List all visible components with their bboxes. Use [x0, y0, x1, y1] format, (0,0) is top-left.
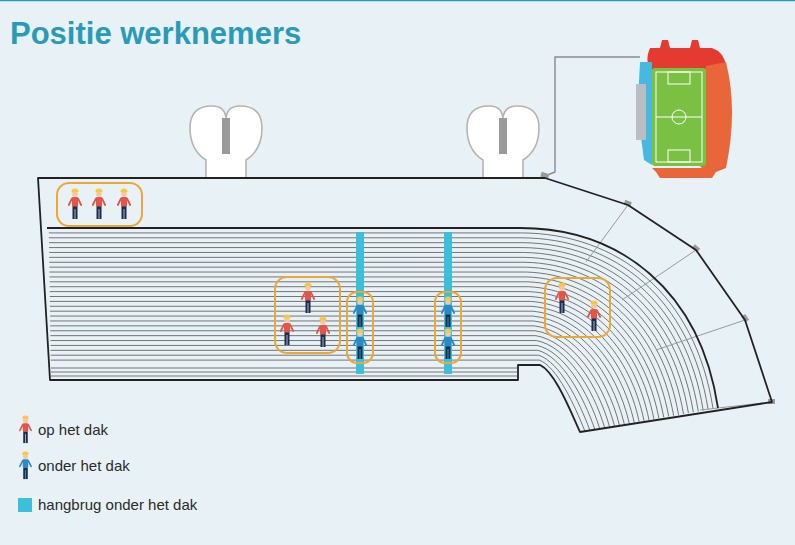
legend-label: op het dak — [38, 421, 108, 439]
legend-icon — [20, 416, 31, 444]
stadium-thumbnail — [636, 40, 732, 178]
worker-group — [57, 183, 610, 363]
diagram-title: Positie werknemers — [10, 16, 301, 52]
legend-swatch — [18, 498, 32, 512]
legend-label: hangbrug onder het dak — [38, 496, 197, 514]
light-mast — [190, 106, 539, 178]
worker-figure — [69, 189, 600, 359]
legend-label: onder het dak — [38, 457, 130, 475]
legend-icon — [20, 452, 31, 480]
